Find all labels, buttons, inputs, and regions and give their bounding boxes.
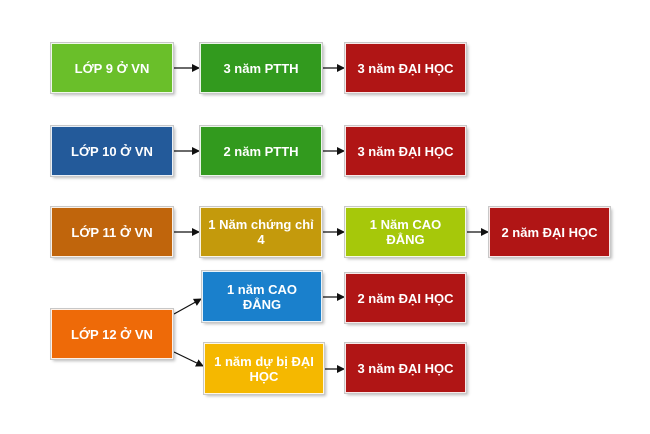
node-3-nam-dai-hoc: 3 năm ĐẠI HỌC	[344, 125, 467, 177]
node-2-nam-dai-hoc: 2 năm ĐẠI HỌC	[488, 206, 611, 258]
node-1-nam-cao-dang: 1 Năm CAO ĐẲNG	[344, 206, 467, 258]
node-2-nam-ptth: 2 năm PTTH	[199, 125, 323, 177]
node-lop-10: LỚP 10 Ở VN	[50, 125, 174, 177]
node-lop-11: LỚP 11 Ở VN	[50, 206, 174, 258]
node-1-nam-cao-dang: 1 năm CAO ĐẲNG	[201, 270, 323, 323]
node-1-nam-chung-chi-4: 1 Năm chứng chỉ 4	[199, 206, 323, 258]
node-3-nam-dai-hoc: 3 năm ĐẠI HỌC	[344, 342, 467, 394]
edge-b11-b12	[173, 298, 202, 315]
node-lop-9: LỚP 9 Ở VN	[50, 42, 174, 94]
node-2-nam-dai-hoc: 2 năm ĐẠI HỌC	[344, 272, 467, 324]
edge-b11-b14	[173, 351, 204, 367]
node-lop-12: LỚP 12 Ở VN	[50, 308, 174, 360]
node-3-nam-dai-hoc: 3 năm ĐẠI HỌC	[344, 42, 467, 94]
node-1-nam-du-bi-dai-hoc: 1 năm dự bị ĐẠI HỌC	[203, 342, 325, 395]
node-3-nam-ptth: 3 năm PTTH	[199, 42, 323, 94]
